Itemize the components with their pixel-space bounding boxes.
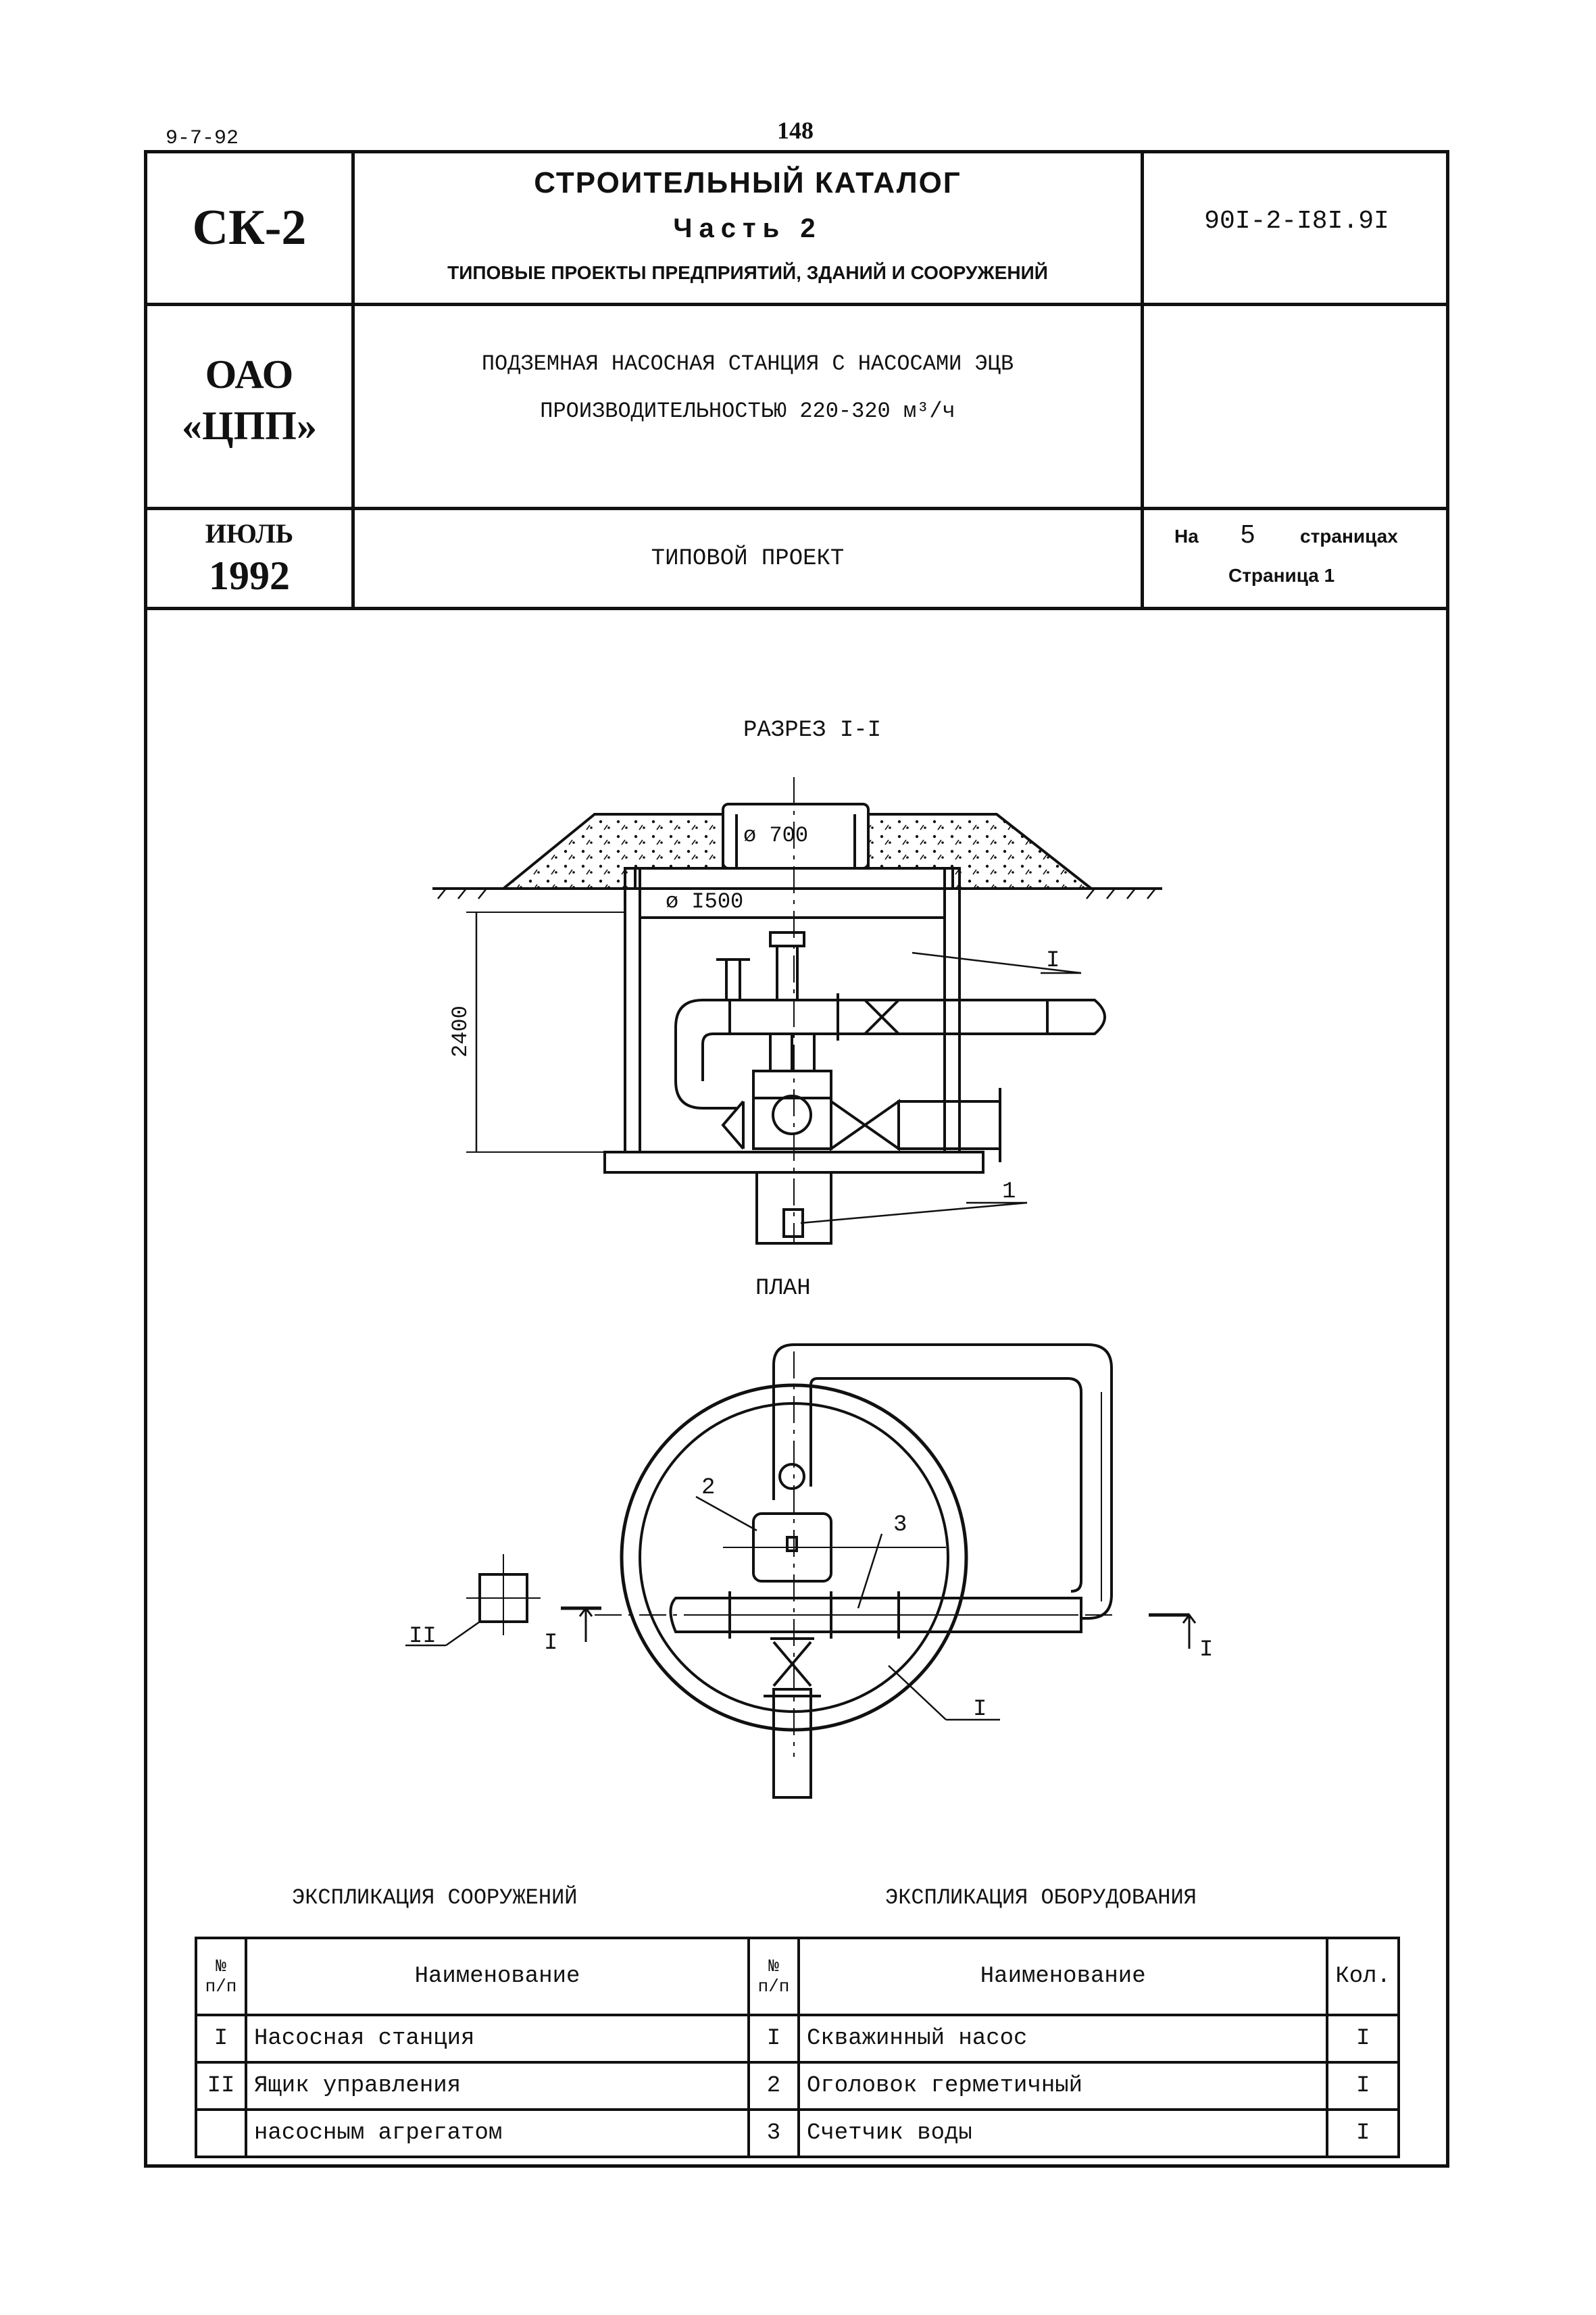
project-title-line-1: ПОДЗЕМНАЯ НАСОСНАЯ СТАНЦИЯ С НАСОСАМИ ЭЦ… (481, 351, 1014, 376)
row-name: Насосная станция (245, 2014, 750, 2064)
header-col-divider-1 (351, 150, 355, 609)
row-qty: I (1326, 2108, 1400, 2158)
equipment-table: № п/п Наименование Кол. I Скважинный нас… (747, 1937, 1400, 2158)
row-num (195, 2108, 247, 2158)
table-header-row: № п/п Наименование (195, 1937, 750, 2016)
org-line-2: «ЦПП» (181, 403, 317, 448)
discharge-pipe (728, 999, 1049, 1035)
header-divider-1 (144, 303, 1449, 306)
release-month: ИЮЛЬ (205, 518, 294, 549)
callout-2-plan: 2 (701, 1475, 715, 1501)
row-qty: I (1326, 2014, 1400, 2064)
dim-shaft-label: ø I500 (666, 889, 743, 914)
row-qty: I (1326, 2061, 1400, 2111)
structures-table: № п/п Наименование I Насосная станция II… (195, 1937, 750, 2158)
row-num: 2 (747, 2061, 800, 2111)
plan-valve (772, 1641, 812, 1687)
equipment-table-title: ЭКСПЛИКАЦИЯ ОБОРУДОВАНИЯ (885, 1885, 1197, 1910)
bypass-bend (674, 999, 737, 1110)
col-num-header: № п/п (747, 1937, 800, 2016)
plan-horizontal-pipe (669, 1597, 1082, 1633)
outlet-pipe (897, 1100, 1001, 1150)
plan-outlet-pipe (772, 1688, 812, 1799)
shaft-wall-left (624, 867, 641, 1153)
plan-title: ПЛАН (755, 1276, 811, 1301)
shaft-wall-right (943, 867, 961, 1153)
org-line-1: ОАО (205, 352, 294, 397)
row-num: 3 (747, 2108, 800, 2158)
callout-1-section: 1 (1002, 1179, 1016, 1205)
pages-suffix: страницах (1300, 526, 1398, 547)
callout-3-plan: 3 (893, 1512, 907, 1538)
header-col-divider-2 (1141, 150, 1144, 609)
callout-ii-plan: II (409, 1624, 437, 1649)
col-qty-header: Кол. (1326, 1937, 1400, 2016)
ground-hatch (437, 888, 1156, 899)
table-header-row: № п/п Наименование Кол. (747, 1937, 1400, 2016)
section-label-left: I (544, 1631, 557, 1656)
earth-mound-right (867, 813, 1095, 890)
row-num: II (195, 2061, 247, 2111)
plan-riser (778, 1463, 805, 1490)
col-num-header: № п/п (195, 1937, 247, 2016)
structures-table-title: ЭКСПЛИКАЦИЯ СООРУЖЕНИЙ (292, 1885, 578, 1910)
row-name: Счетчик воды (797, 2108, 1329, 2158)
header-divider-2 (144, 507, 1449, 510)
callout-i-plan: I (973, 1697, 987, 1722)
plan-view (405, 1343, 1197, 1799)
section-view (432, 777, 1162, 1245)
table-row: 3 Счетчик воды I (747, 2108, 1400, 2158)
earth-mound-left (499, 813, 724, 890)
release-year: 1992 (209, 553, 290, 598)
page-label: Страница 1 (1228, 565, 1335, 586)
page-frame (144, 150, 1449, 2168)
catalog-part: Часть 2 (673, 214, 822, 243)
table-row: II Ящик управления (195, 2061, 750, 2111)
col-name-header: Наименование (245, 1937, 750, 2016)
pages-count: 5 (1241, 520, 1255, 549)
table-row: I Скважинный насос I (747, 2014, 1400, 2064)
row-num: I (747, 2014, 800, 2064)
project-title-line-2: ПРОИЗВОДИТЕЛЬНОСТЬЮ 220-320 м³/ч (540, 399, 955, 424)
table-row: 2 Оголовок герметичный I (747, 2061, 1400, 2111)
section-label-right: I (1199, 1637, 1213, 1663)
table-row: I Насосная станция (195, 2014, 750, 2064)
table-row: насосным агрегатом (195, 2108, 750, 2158)
row-name: Оголовок герметичный (797, 2061, 1329, 2111)
row-name: насосным агрегатом (245, 2108, 750, 2158)
gate-valve (830, 1099, 900, 1151)
catalog-code: СК-2 (192, 200, 307, 255)
header-divider-3 (144, 607, 1449, 610)
callout-i-section: I (1046, 948, 1059, 974)
document-type: ТИПОВОЙ ПРОЕКТ (651, 545, 845, 572)
row-name: Ящик управления (245, 2061, 750, 2111)
dim-height-label: 2400 (448, 1005, 473, 1057)
page-number: 148 (777, 117, 814, 144)
catalog-subtitle: ТИПОВЫЕ ПРОЕКТЫ ПРЕДПРИЯТИЙ, ЗДАНИЙ И СО… (447, 262, 1048, 283)
row-num: I (195, 2014, 247, 2064)
pump-flange (752, 1070, 832, 1099)
pages-prefix: На (1174, 526, 1199, 547)
pump-body (772, 1095, 812, 1135)
project-number: 90I-2-I8I.9I (1204, 207, 1389, 236)
row-name: Скважинный насос (797, 2014, 1329, 2064)
col-name-header: Наименование (797, 1937, 1329, 2016)
pipe-loop-outer (772, 1343, 1113, 1620)
date-code: 9-7-92 (166, 127, 239, 150)
well-casing (755, 1171, 832, 1245)
catalog-title: СТРОИТЕЛЬНЫЙ КАТАЛОГ (534, 166, 962, 199)
section-title: РАЗРЕЗ I-I (743, 718, 882, 743)
dim-hatch-label: ø 700 (743, 823, 808, 848)
